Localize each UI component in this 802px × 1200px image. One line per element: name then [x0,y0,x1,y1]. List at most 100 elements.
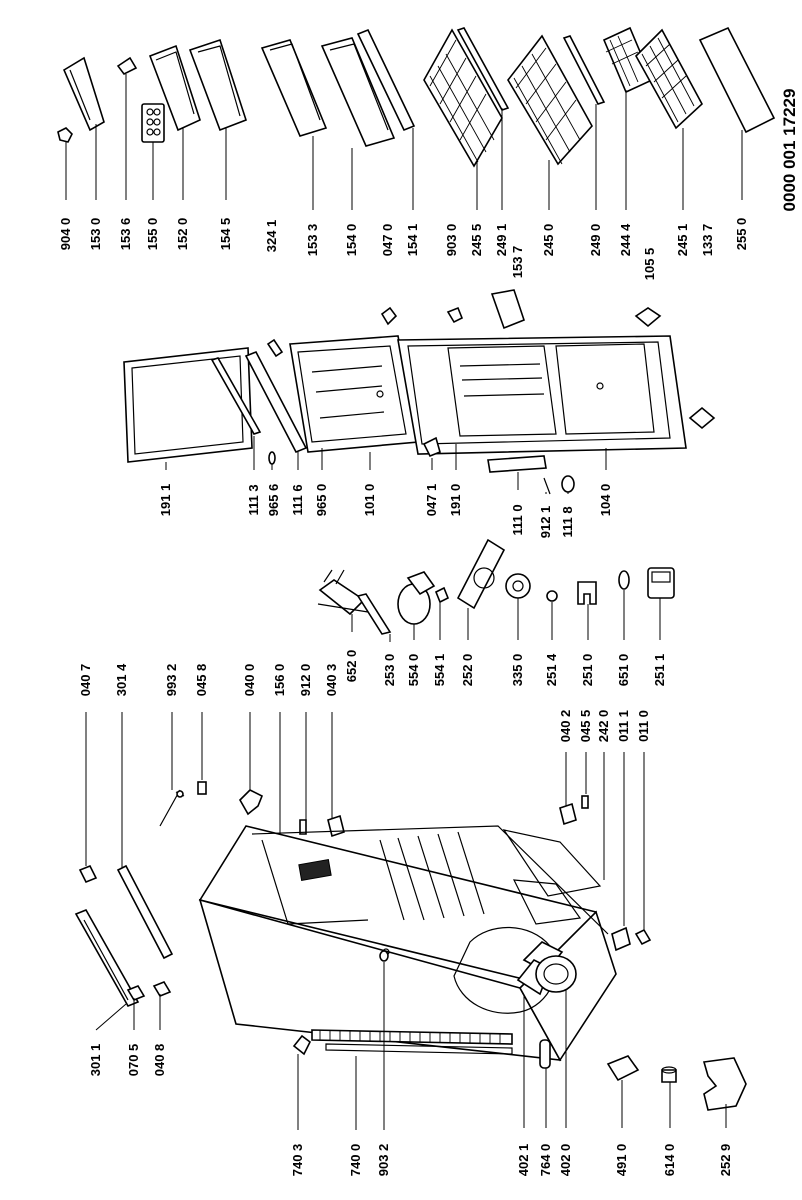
part-245-0-wire-shelf [507,34,593,166]
part-047-1-hinge [422,436,441,458]
part-614-0-foot [661,1066,677,1083]
part-152-0-balcony [148,44,201,132]
part-912-0-screw [299,819,307,835]
leaders-doors [165,436,607,494]
document-number: 0000 001 17229 [780,89,799,212]
label-040-0: 040 0 [242,664,257,697]
label-903-0: 903 0 [444,224,459,257]
part-249-0-strip [562,35,606,105]
label-249-1: 249 1 [494,224,509,257]
label-011-1: 011 1 [616,710,631,742]
label-965-0: 965 0 [314,484,329,517]
label-111-8: 111 8 [560,506,575,537]
part-255-0-glass-plate [698,26,776,134]
label-101-0: 101 0 [362,484,377,517]
label-153-7: 153 7 [510,246,525,279]
part-111-6-handle [244,350,308,454]
part-491-0-box [606,1055,640,1082]
label-912-1: 912 1 [538,506,553,539]
part-554-0-lamp-cover [397,571,436,625]
part-133-7-foot [688,406,716,430]
label-554-1: 554 1 [432,654,447,687]
part-040-0-hinge [239,789,264,816]
label-251-0: 251 0 [580,654,595,687]
part-652-0-control-assembly [317,569,369,616]
label-251-4: 251 4 [544,653,559,686]
part-249-1-strip [456,27,510,111]
label-154-0: 154 0 [344,224,359,257]
part-245-1-wire-shelf [635,28,703,130]
label-651-0: 651 0 [616,654,631,687]
part-903-0-stop [446,306,464,324]
label-111-3: 111 3 [246,484,261,515]
label-104-0: 104 0 [598,484,613,517]
label-153-3: 153 3 [305,224,320,257]
label-070-5: 070 5 [126,1044,141,1077]
part-993-2-cable [159,789,185,827]
label-965-6: 965 6 [266,484,281,517]
part-251-1-thermostat [647,567,675,599]
part-253-0-wire [356,593,392,635]
label-040-2: 040 2 [558,710,573,743]
part-965-6-cap [268,451,276,465]
label-253-0: 253 0 [382,654,397,687]
part-153-3-balcony [260,39,328,137]
part-105-5-foot [634,307,662,328]
label-335-0: 335 0 [510,654,525,687]
labels-doors: 191 1 111 3 965 6 111 6 965 0 101 0 047 … [158,484,613,539]
part-104-0-fridge-door [397,335,687,455]
label-402-1: 402 1 [516,1144,531,1177]
leaders-bottom [297,962,727,1130]
part-153-7-bracket [490,289,525,330]
part-324-1-clip [266,338,284,358]
part-011-0-foot [634,928,652,946]
label-740-3: 740 3 [290,1144,305,1177]
label-040-3: 040 3 [324,664,339,697]
label-047-0: 047 0 [380,224,395,257]
part-740-3-clip [292,1034,312,1056]
labels-cabinet-right: 040 2 045 5 242 0 011 1 011 0 [558,710,651,743]
part-335-0-knob [505,573,531,599]
labels-top-right: 904 0 153 0 153 6 155 0 152 0 154 5 324 … [58,218,749,281]
part-154-5-balcony [188,38,247,132]
label-047-1: 047 1 [424,484,439,517]
label-105-5: 105 5 [642,248,657,281]
leaders-left-strip [95,994,161,1031]
leaders-cabinet-right [565,752,645,930]
part-301-4-strip [116,864,174,960]
part-252-9-bracket [702,1057,747,1111]
leaders-middle [351,590,661,642]
label-912-0: 912 0 [298,664,313,697]
part-402-0-compressor [535,955,577,993]
part-903-2-plug [379,950,389,962]
label-245-0: 245 0 [541,224,556,257]
part-040-2-hinge [559,802,577,826]
label-242-0: 242 0 [596,710,611,743]
part-242-0-panel [611,926,631,952]
part-111-3-strip [210,357,262,435]
part-111-8-cap [561,475,575,493]
part-040-7-block [78,864,98,884]
label-152-0: 152 0 [175,218,190,251]
leaders-small-parts [85,712,333,868]
label-133-7: 133 7 [700,224,715,257]
label-191-0: 191 0 [448,484,463,517]
part-040-3-hinge [327,814,345,838]
label-154-1: 154 1 [405,224,420,257]
labels-bottom: 740 3 740 0 903 2 402 1 764 0 402 0 491 … [290,1144,733,1177]
part-912-1-screw [543,477,551,495]
label-903-2: 903 2 [376,1144,391,1177]
part-252-0-thermostat-housing [456,538,506,610]
label-154-5: 154 5 [218,218,233,251]
part-101-0-freezer-door [289,335,419,453]
part-301-1-strip [74,908,140,1008]
part-154-0-balcony [320,37,396,147]
label-324-1: 324 1 [264,220,279,253]
part-904-0-clip [57,127,73,143]
part-047-0-hinge [380,306,398,326]
label-244-4: 244 4 [618,223,633,256]
label-111-0: 111 0 [510,504,525,535]
label-255-0: 255 0 [734,218,749,251]
label-652-0: 652 0 [344,650,359,683]
part-251-4-nut [546,590,558,602]
